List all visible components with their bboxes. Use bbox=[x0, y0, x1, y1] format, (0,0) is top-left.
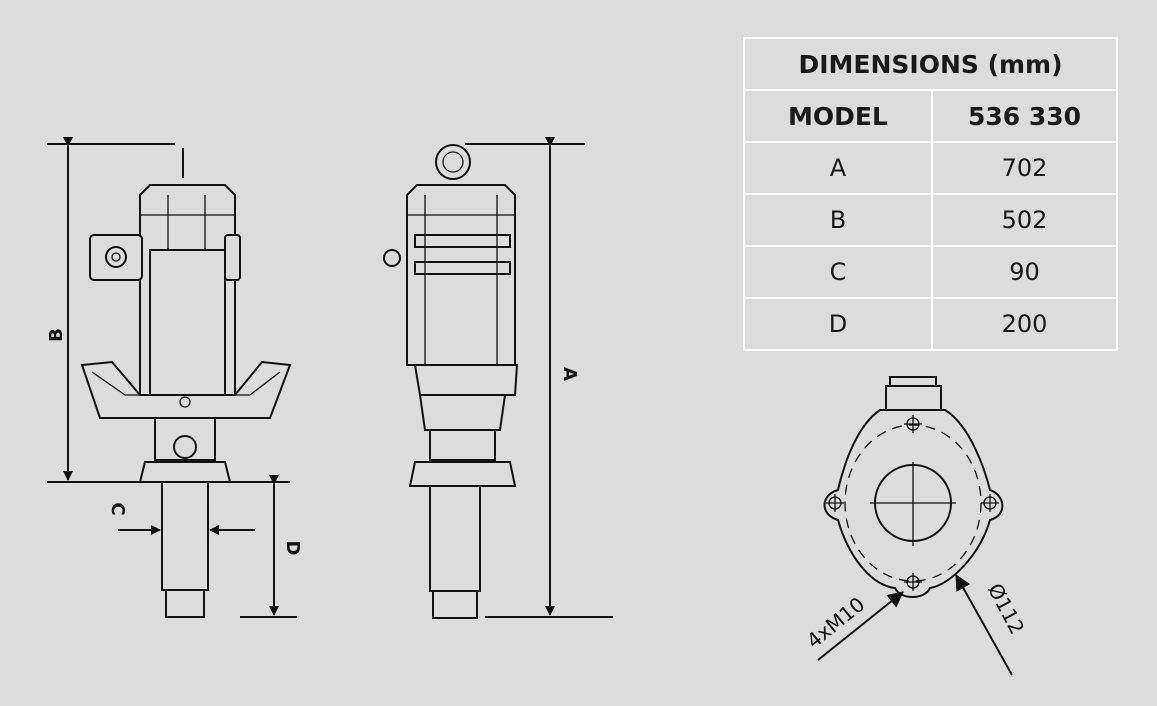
table-row: B 502 bbox=[743, 193, 1118, 247]
dimension-label-a: A bbox=[559, 367, 580, 381]
dimension-lines bbox=[47, 137, 613, 618]
dimension-name: D bbox=[743, 297, 933, 351]
table-row: C 90 bbox=[743, 245, 1118, 299]
dimension-name: A bbox=[743, 141, 933, 195]
dimension-value: 702 bbox=[931, 141, 1118, 195]
model-number: 536 330 bbox=[931, 89, 1118, 143]
dimension-name: C bbox=[743, 245, 933, 299]
bolt-callout: 4xM10 bbox=[802, 592, 869, 653]
table-title-row: DIMENSIONS (mm) bbox=[743, 37, 1118, 91]
flange-top-view bbox=[817, 376, 1013, 676]
pump-side-view bbox=[383, 144, 519, 619]
dimension-value: 200 bbox=[931, 297, 1118, 351]
dimension-value: 90 bbox=[931, 245, 1118, 299]
table-row: A 702 bbox=[743, 141, 1118, 195]
dimension-name: B bbox=[743, 193, 933, 247]
dimension-value: 502 bbox=[931, 193, 1118, 247]
table-title: DIMENSIONS (mm) bbox=[743, 37, 1118, 91]
diameter-callout: Ø112 bbox=[983, 579, 1030, 638]
dimensions-table: DIMENSIONS (mm) MODEL 536 330 A 702 B 50… bbox=[743, 37, 1118, 351]
model-header: MODEL bbox=[743, 89, 933, 143]
table-row: D 200 bbox=[743, 297, 1118, 351]
pump-front-view bbox=[80, 148, 292, 618]
table-header-row: MODEL 536 330 bbox=[743, 89, 1118, 143]
dimension-label-c: C bbox=[107, 502, 128, 515]
dimension-label-b: B bbox=[46, 328, 67, 342]
dimension-label-d: D bbox=[282, 541, 303, 556]
